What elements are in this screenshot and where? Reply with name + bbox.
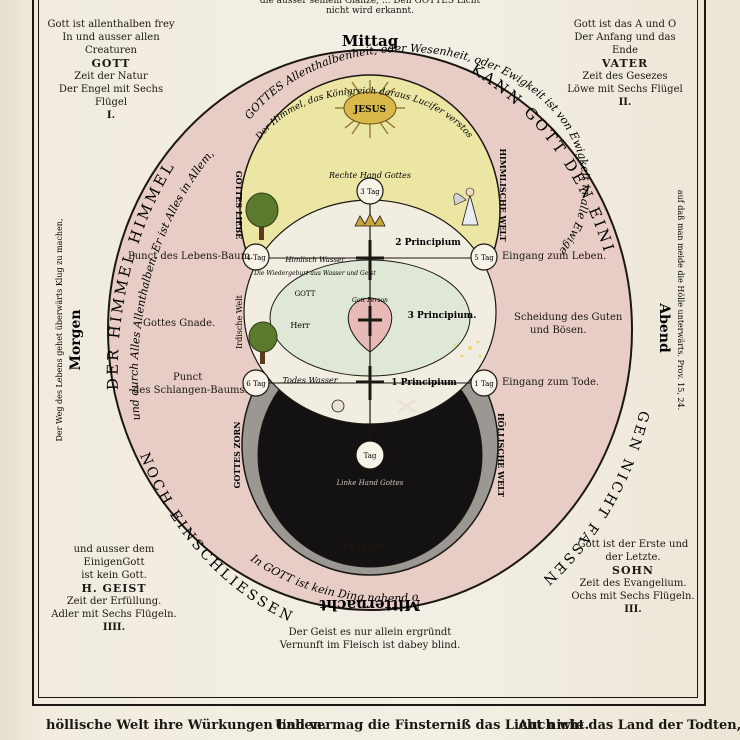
corner-bottom-right: Gott ist der Erste und der Letzte. SOHN … <box>568 538 698 616</box>
corner-line: Zeit des Gesezes <box>582 71 668 82</box>
day-circle-6: 6 Tag <box>242 369 270 397</box>
direction-west: Morgen <box>68 309 84 370</box>
corner-number: IIII. <box>102 622 126 633</box>
couplet-line: Der Geist es nur allein ergründt <box>288 627 452 638</box>
bottom-text-middle: Und vermag die Finsterniß das Licht nich… <box>275 718 590 733</box>
side-verse-right: auf daß man meide die Hölle unterwärts. … <box>676 190 685 410</box>
day-circle-4: 4 Tag <box>242 243 270 271</box>
direction-east: Abend <box>656 302 672 353</box>
top-fragment-text: die ausser seinem Glanze, ... Den GOTTES… <box>259 0 481 16</box>
corner-line: In und ausser allen Creaturen <box>62 32 160 56</box>
corner-line: der Letzte. <box>605 552 661 563</box>
corner-title: GOTT <box>91 57 131 70</box>
crossed-bones-icon <box>397 398 417 414</box>
direction-north: Mittag <box>342 32 399 50</box>
himlisch-wasser-label: Himlisch Wasser <box>284 256 345 264</box>
day-label: 6 Tag <box>246 380 266 388</box>
punct-schlangen-label-2: des Schlangen-Baums. <box>133 385 248 396</box>
corner-top-left: Gott ist allenthalben frey In und ausser… <box>46 18 176 122</box>
day-label: Tag <box>364 452 377 460</box>
day-label: 3 Tag <box>360 188 380 196</box>
crown-icon <box>354 213 386 227</box>
lucifers-scroll: LUCIFERS <box>336 540 389 553</box>
corner-title: VATER <box>601 57 649 70</box>
day-circle-3: 3 Tag <box>356 177 384 205</box>
skull-icon <box>331 399 345 413</box>
scheidung-label-2: und Bösen. <box>530 325 587 336</box>
gott-small-label: GOTT <box>295 290 316 298</box>
scheidung-label-1: Scheidung des Guten <box>514 312 623 323</box>
linke-hand-label: Linke Hand Gottes <box>336 479 404 487</box>
todes-wasser-label: Todes Wasser <box>282 376 338 385</box>
himmlische-welt-label: HIMMLISCHE WELT <box>498 149 508 242</box>
tree-of-life-icon <box>245 192 279 240</box>
corner-line: Gott ist das A und O <box>573 19 677 30</box>
herr-label: Herr <box>290 321 310 330</box>
cross-icon-lower <box>356 366 384 400</box>
eingang-tode-label: Eingang zum Tode. <box>502 377 600 388</box>
wiedergeburt-label: Die Wiedergeburt aus Wasser und Geist <box>253 270 376 277</box>
corner-line: Zeit der Erfüllung. <box>66 596 162 607</box>
corner-line: Adler mit Sechs Flügeln. <box>51 609 177 620</box>
angel-icon <box>453 187 479 226</box>
corner-line: Der Anfang und das Ende <box>574 32 676 56</box>
inner-frame <box>38 0 698 698</box>
jesus-label: JESUS <box>353 105 386 115</box>
principium-3-label: 3 Principium. <box>408 311 477 321</box>
day-label: 1 Tag <box>474 380 494 388</box>
gottes-gnade-label: Gottes Gnade. <box>143 318 216 329</box>
bottom-couplet: Der Geist es nur allein ergründt Vernunf… <box>270 626 470 652</box>
corner-line: Zeit der Natur <box>74 71 148 82</box>
corner-line: und ausser dem EinigenGott <box>73 544 155 568</box>
punct-schlangen-label-1: Punct <box>173 372 203 383</box>
corner-line: ist kein Gott. <box>81 570 147 581</box>
principium-2-label: 2 Principium <box>395 238 461 248</box>
day-circle-5: 5 Tag <box>470 243 498 271</box>
rechte-hand-label: Rechte Hand Gottes <box>328 171 411 180</box>
day-label: 4 Tag <box>246 254 266 262</box>
corner-line: Ochs mit Sechs Flügeln. <box>571 591 695 602</box>
outer-frame <box>32 0 706 706</box>
corner-line: Gott ist der Erste und <box>577 539 689 550</box>
serpent-tree-icon <box>248 321 278 364</box>
gottes-liebe-label: GOTTES LIEBE <box>234 171 244 239</box>
corner-line: Gott ist allenthalben frey <box>47 19 175 30</box>
corner-top-right: Gott ist das A und O Der Anfang und das … <box>560 18 690 109</box>
day-label: 5 Tag <box>474 254 494 262</box>
corner-line: Der Engel mit Sechs Flügel <box>58 84 164 108</box>
corner-bottom-left: und ausser dem EinigenGott ist kein Gott… <box>44 543 184 634</box>
direction-south: Mitternacht <box>319 596 420 614</box>
corner-title: H. GEIST <box>81 582 147 595</box>
gottes-zorn-label: GOTTES ZORN <box>232 422 242 489</box>
corner-number: I. <box>106 110 116 121</box>
day-circle-1: 1 Tag <box>470 369 498 397</box>
day-circle-bottom: Tag <box>355 440 385 470</box>
side-verse-left: Der Weg des Lebens gehet überwärts Klug … <box>55 218 64 441</box>
cross-icon-center <box>358 306 382 336</box>
lucifers-label: LUCIFERS <box>336 540 389 553</box>
irdische-welt-label: Irdische Welt <box>235 294 244 349</box>
corner-line: Löwe mit Sechs Flügel <box>567 84 683 95</box>
corner-number: II. <box>618 97 632 108</box>
principium-1-label: 1 Principium <box>391 378 457 388</box>
sun-icon: JESUS <box>335 80 405 138</box>
corner-number: III. <box>624 604 642 615</box>
punct-lebensbaum-label: Punct des Lebens-Baum. <box>128 251 254 262</box>
cross-icon-upper <box>356 240 384 280</box>
gott-person-label: Gott Person <box>352 297 388 304</box>
eingang-leben-label: Eingang zum Leben. <box>502 251 607 262</box>
bottom-text-left: höllische Welt ihre Würkungen haben. <box>46 718 327 733</box>
corner-line: Zeit des Evangelium. <box>579 578 687 589</box>
stars-icon <box>453 340 482 358</box>
couplet-line: Vernunft im Fleisch ist dabey blind. <box>279 640 461 651</box>
corner-title: SOHN <box>612 564 654 577</box>
hoellische-welt-label: HÖLLISCHE WELT <box>496 413 506 497</box>
bottom-text-right: Auch wie das Land der Todten, <box>518 718 740 733</box>
